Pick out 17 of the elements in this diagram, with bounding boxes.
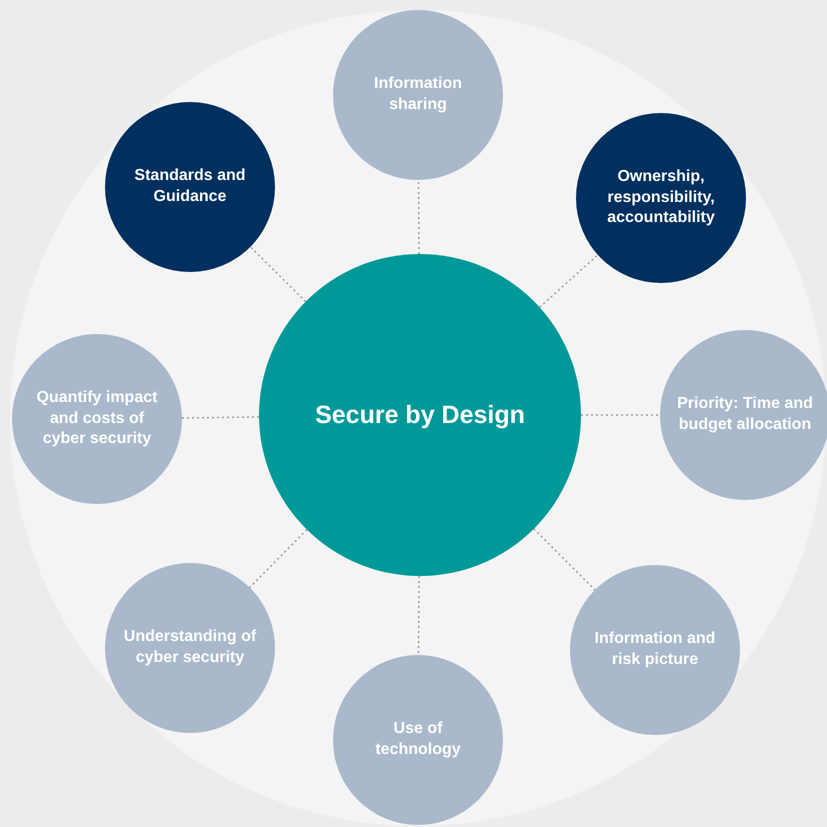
topic-label: Ownership, responsibility, accountability (606, 166, 716, 228)
topic-label: Priority: Time and budget allocation (676, 394, 814, 435)
topic-label: Quantify impact and costs of cyber security (36, 388, 158, 450)
dotted-connector (539, 254, 598, 308)
dotted-connector (182, 416, 260, 419)
topic-label: Use of technology (374, 719, 462, 760)
dotted-connector (249, 529, 308, 588)
dotted-connector (533, 528, 596, 590)
topic-label: Information and risk picture (594, 629, 716, 670)
topic-label: Information sharing (373, 74, 463, 115)
topic-label: Standards and Guidance (133, 166, 247, 207)
dotted-connector (581, 414, 660, 416)
dotted-connector (418, 576, 420, 655)
dotted-connector (418, 180, 420, 254)
topic-label: Understanding of cyber security (122, 627, 258, 668)
dotted-connector (250, 246, 306, 302)
topic-label: Secure by Design (315, 400, 525, 431)
